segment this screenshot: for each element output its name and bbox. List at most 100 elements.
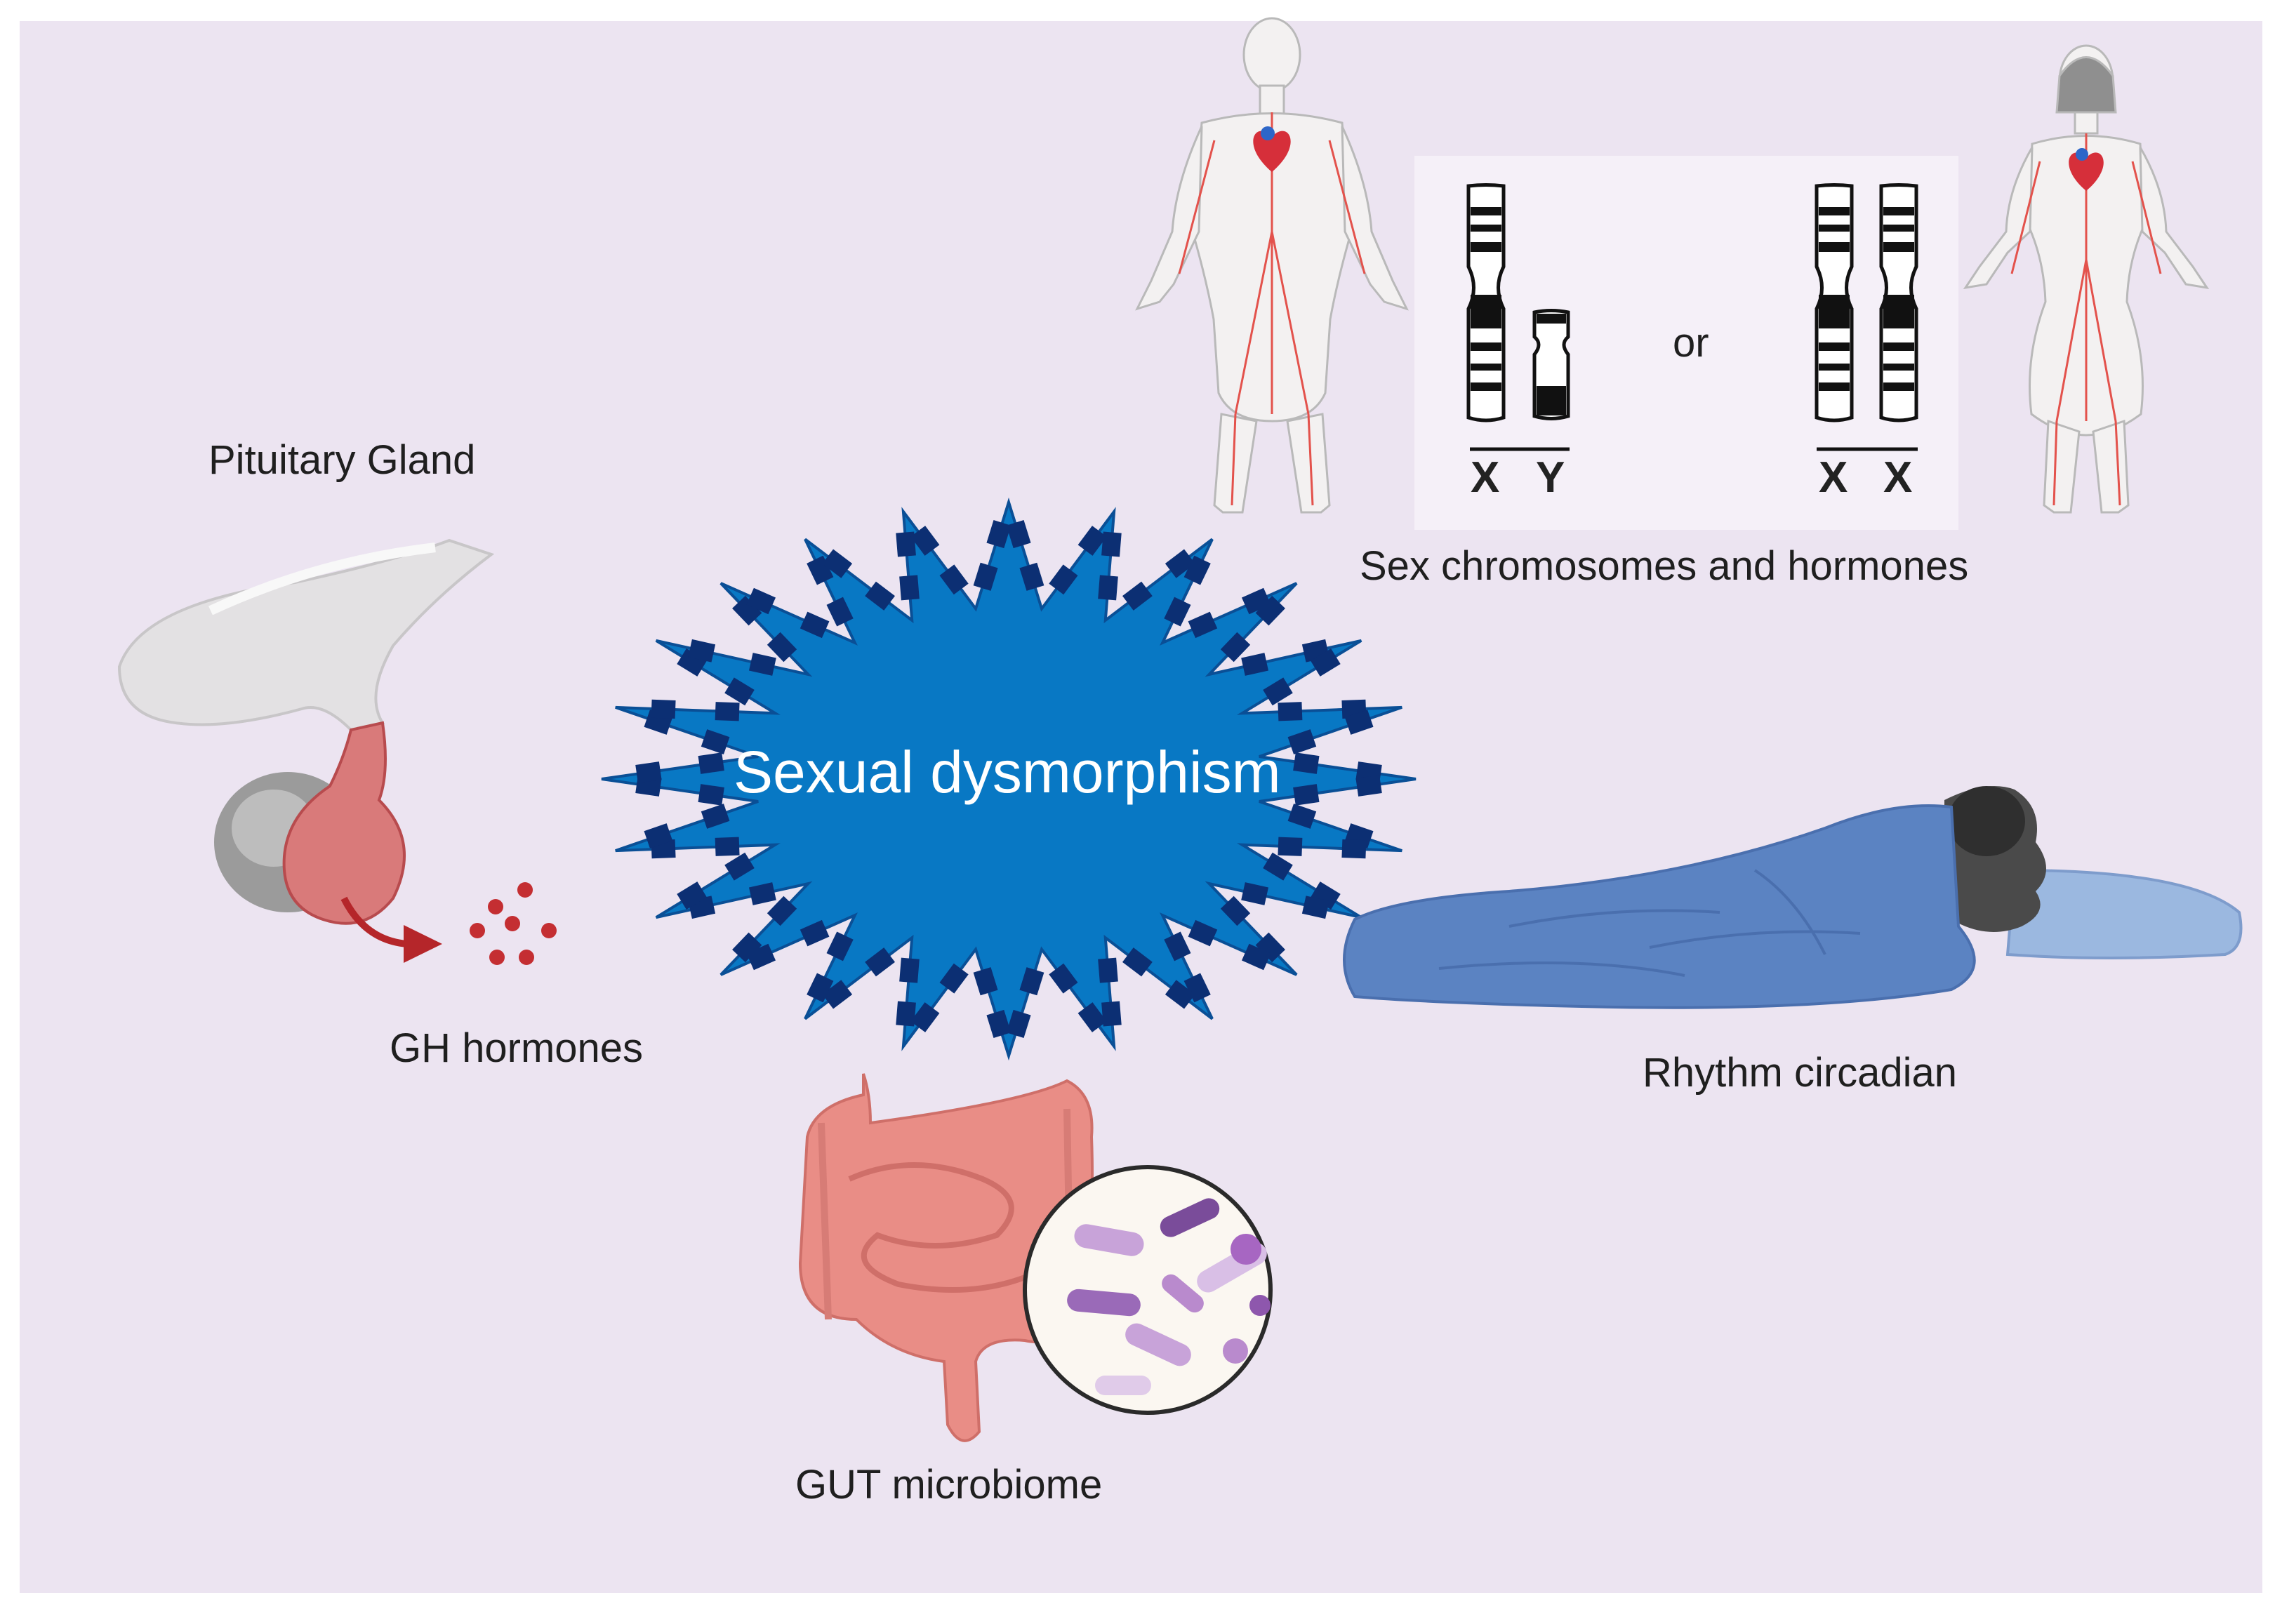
starburst-mark <box>724 852 755 881</box>
starburst-mark <box>1019 562 1044 591</box>
starburst-mark <box>1287 804 1317 829</box>
starburst-mark <box>939 963 969 994</box>
secretion-arrow <box>340 896 442 963</box>
starburst-mark <box>701 729 730 754</box>
starburst-mark <box>1255 595 1285 626</box>
starburst-mark <box>644 823 673 848</box>
female-vessels <box>2010 133 2162 506</box>
or-separator: or <box>1673 320 1709 366</box>
sex-chromosomes-label: Sex chromosomes and hormones <box>1360 543 1969 589</box>
starburst-mark <box>1006 520 1031 549</box>
starburst-mark <box>767 896 797 926</box>
starburst-mark <box>896 1001 916 1027</box>
starburst-mark <box>1278 837 1303 856</box>
starburst-mark <box>1241 882 1269 905</box>
gh-hormones-label: GH hormones <box>390 1025 644 1071</box>
starburst-mark <box>1188 611 1218 639</box>
female-chromosome-x-letter-2: X <box>1883 453 1913 502</box>
starburst-mark <box>1241 653 1269 676</box>
starburst-mark <box>1098 575 1118 601</box>
sleeping-person-illustration <box>1343 786 2243 1009</box>
starburst-mark <box>1164 931 1191 961</box>
starburst-mark <box>724 677 755 706</box>
starburst-mark <box>1241 943 1271 971</box>
starburst-mark <box>800 611 830 639</box>
starburst-mark <box>1122 581 1153 611</box>
starburst-mark <box>1188 919 1218 947</box>
starburst-mark <box>1301 896 1329 919</box>
starburst-mark <box>1255 932 1285 963</box>
sexual-dysmorphism-title: Sexual dysmorphism <box>734 739 1281 805</box>
female-heart-icon <box>2069 148 2104 191</box>
starburst-mark <box>910 526 940 556</box>
starburst-mark <box>822 549 853 578</box>
pituitary-gland-illustration <box>214 721 406 925</box>
starburst-mark <box>1293 752 1320 774</box>
starburst-mark <box>1220 896 1251 926</box>
starburst-border-marks <box>635 520 1382 1038</box>
starburst-mark <box>896 531 916 557</box>
starburst-mark <box>899 957 920 983</box>
starburst-mark <box>677 648 707 677</box>
starburst-mark <box>732 932 762 963</box>
starburst-mark <box>1101 531 1122 557</box>
starburst-mark <box>635 761 662 783</box>
starburst-mark <box>973 562 998 591</box>
starburst-mark <box>1077 526 1107 556</box>
chromosome-x-female-2 <box>1879 183 1918 422</box>
starburst-mark <box>1220 632 1251 663</box>
starburst-mark <box>910 1002 940 1032</box>
starburst-mark <box>651 699 676 719</box>
starburst-mark <box>748 882 776 905</box>
gh-hormone-dots <box>470 882 557 965</box>
starburst-mark <box>1164 597 1191 627</box>
chromosome-x-female-1 <box>1815 183 1854 422</box>
starburst-mark <box>1341 839 1367 859</box>
male-heart-icon <box>1253 126 1291 172</box>
starburst-mark <box>1278 702 1303 721</box>
female-chromosome-x-letter-1: X <box>1819 453 1848 502</box>
starburst-mark <box>1311 648 1341 677</box>
starburst-mark <box>1183 555 1211 585</box>
brain-tissue-illustration <box>117 538 495 732</box>
starburst-mark <box>1006 1009 1031 1038</box>
pituitary-gland-label: Pituitary Gland <box>208 437 476 483</box>
microbiome-magnifier <box>1023 1165 1273 1415</box>
rhythm-circadian-label: Rhythm circadian <box>1643 1050 1958 1096</box>
starburst-mark <box>1049 564 1078 595</box>
starburst-mark <box>748 653 776 676</box>
starburst-mark <box>1355 775 1382 797</box>
gut-microbiome-label: GUT microbiome <box>795 1462 1103 1507</box>
starburst-mark <box>767 632 797 663</box>
starburst-mark <box>746 587 776 615</box>
central-starburst <box>601 497 1417 1061</box>
starburst-mark <box>1049 963 1078 994</box>
starburst-mark <box>1077 1002 1107 1032</box>
starburst-mark <box>715 702 740 721</box>
starburst-mark <box>1122 947 1153 977</box>
chromosome-y <box>1532 309 1570 420</box>
starburst-mark <box>1165 980 1195 1009</box>
starburst-mark <box>1263 852 1293 881</box>
starburst-mark <box>986 1009 1012 1038</box>
starburst-mark <box>800 919 830 947</box>
intestine-illustration <box>798 1073 1094 1442</box>
starburst-mark <box>698 784 724 806</box>
starburst-mark <box>865 581 896 611</box>
chromosome-x-male <box>1466 183 1506 422</box>
starburst-mark <box>1311 881 1341 910</box>
starburst-mark <box>677 881 707 910</box>
starburst-mark <box>1263 677 1293 706</box>
starburst-mark <box>1287 729 1317 754</box>
starburst-mark <box>939 564 969 595</box>
starburst-mark <box>1101 1001 1122 1027</box>
male-chromosome-x-letter: X <box>1471 453 1500 502</box>
starburst-mark <box>822 980 853 1009</box>
starburst-mark <box>698 752 724 774</box>
starburst-mark <box>826 931 854 961</box>
starburst-mark <box>986 520 1012 549</box>
starburst-mark <box>1183 973 1211 1003</box>
starburst-mark <box>899 575 920 601</box>
